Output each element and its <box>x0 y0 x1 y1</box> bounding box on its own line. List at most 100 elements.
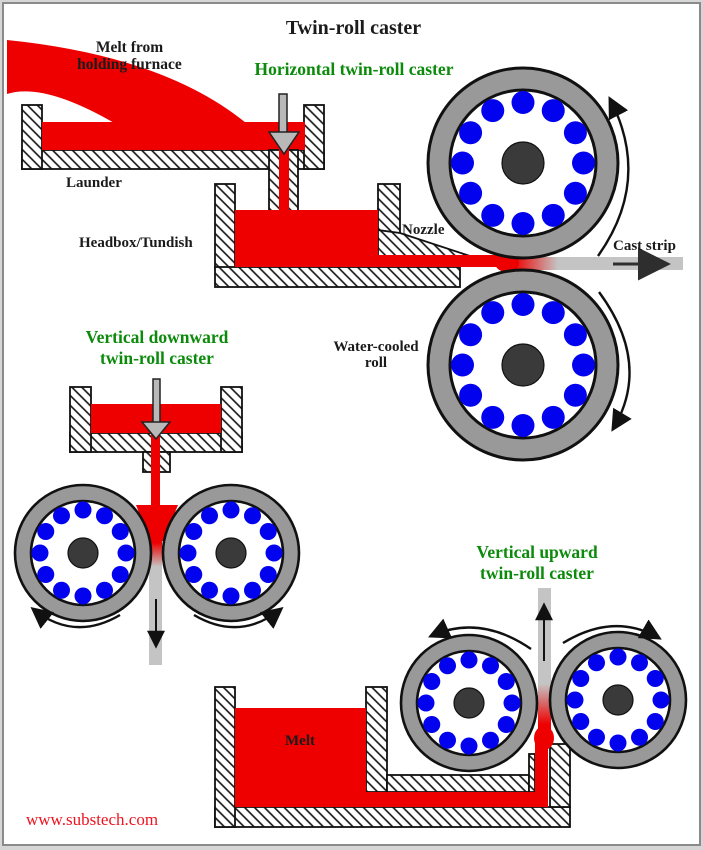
downward-melt-stream <box>151 420 160 510</box>
dot-shape <box>511 293 535 316</box>
downward-roll-right <box>161 483 301 623</box>
label-nozzle: Nozzle <box>402 222 445 238</box>
heading-horizontal-caster: Horizontal twin-roll caster <box>254 59 454 79</box>
dot-shape <box>96 581 113 599</box>
dot-shape <box>609 734 627 752</box>
dot-shape <box>503 694 521 712</box>
upward-channel-horizontal <box>366 792 548 807</box>
dot-shape <box>541 203 565 227</box>
dot-shape <box>541 99 565 123</box>
label-launder: Launder <box>66 175 122 191</box>
rotation-arrow-upward-right <box>562 619 662 645</box>
dot-shape <box>265 544 283 562</box>
nozzle-channel <box>378 255 508 267</box>
dot-shape <box>439 657 456 675</box>
dot-shape <box>201 507 218 525</box>
dot-shape <box>572 713 590 730</box>
dot-shape <box>423 716 441 733</box>
dot-shape <box>259 566 277 583</box>
dot-shape <box>53 507 70 525</box>
dot-shape <box>481 405 505 429</box>
heading-vertical-upward-caster: Vertical upward twin-roll caster <box>462 542 612 584</box>
dot-shape <box>111 523 129 540</box>
downward-stopper-rod <box>140 378 172 441</box>
downward-tundish <box>69 386 243 510</box>
label-headbox-tundish: Headbox/Tundish <box>79 235 193 251</box>
dot-shape <box>572 151 595 175</box>
dot-shape <box>74 587 92 605</box>
dot-shape <box>541 405 565 429</box>
dot-shape <box>53 581 70 599</box>
dot-shape <box>459 383 483 407</box>
dot-shape <box>511 91 535 114</box>
downward-roll-left <box>13 483 153 623</box>
melt-nip-pool-upward <box>534 726 554 750</box>
dot-shape <box>497 673 515 690</box>
twin-roll-caster-diagram <box>7 40 688 828</box>
dot-shape <box>588 654 605 672</box>
dot-shape <box>646 670 664 687</box>
dot-shape <box>563 383 587 407</box>
dot-shape <box>631 728 648 746</box>
dot-shape <box>541 301 565 325</box>
page-title: Twin-roll caster <box>285 17 422 39</box>
upward-roll-right <box>548 630 688 770</box>
dot-shape <box>439 731 456 749</box>
cast-strip-band <box>499 257 683 270</box>
label-cast-strip: Cast strip <box>613 238 676 254</box>
upward-nozzle-block <box>549 743 571 808</box>
dot-shape <box>460 737 478 755</box>
dot-shape <box>74 501 92 519</box>
hub-shape <box>453 687 485 719</box>
dot-shape <box>423 673 441 690</box>
hub-shape <box>602 684 634 716</box>
dot-shape <box>459 121 483 145</box>
dot-shape <box>244 581 261 599</box>
dot-shape <box>222 587 240 605</box>
hub-shape <box>501 141 545 185</box>
launder-stopper-rod <box>267 93 301 156</box>
dot-shape <box>566 691 584 709</box>
dot-shape <box>481 99 505 123</box>
heading-vertical-downward-caster: Vertical downward twin-roll caster <box>64 327 250 369</box>
dot-shape <box>481 301 505 325</box>
heading-vertical-upward-line1: Vertical upward <box>476 542 598 562</box>
dot-shape <box>244 507 261 525</box>
dot-shape <box>459 181 483 205</box>
headbox-tundish <box>214 183 508 288</box>
dot-shape <box>563 181 587 205</box>
upward-roll-left <box>399 633 539 773</box>
dot-shape <box>185 523 203 540</box>
upward-cast-strip <box>538 588 551 743</box>
dot-shape <box>563 323 587 347</box>
label-melt-from-line2: holding furnace <box>77 56 182 73</box>
heading-vertical-downward-line2: twin-roll caster <box>100 348 214 368</box>
dot-shape <box>222 501 240 519</box>
water-cooled-roll-bottom <box>426 268 620 462</box>
hub-shape <box>215 537 247 569</box>
dot-shape <box>482 657 499 675</box>
dot-shape <box>451 353 474 377</box>
dot-shape <box>497 716 515 733</box>
label-water-cooled-roll: Water-cooled roll <box>320 339 432 371</box>
rotation-arrow-downward-right <box>193 606 284 629</box>
water-cooled-roll-top <box>426 66 620 260</box>
dot-shape <box>460 651 478 669</box>
label-melt-from-line1: Melt from <box>95 39 164 56</box>
dot-shape <box>588 728 605 746</box>
dot-shape <box>481 203 505 227</box>
rotation-arrow-bottom-roll <box>598 291 632 432</box>
label-water-cooled-line2: roll <box>364 355 388 371</box>
melt-pour-stream <box>7 40 246 124</box>
dot-shape <box>572 670 590 687</box>
rotation-arrow-downward-left <box>30 606 121 629</box>
dot-shape <box>117 544 135 562</box>
rotation-arrow-top-roll <box>597 96 630 257</box>
dot-shape <box>459 323 483 347</box>
dot-shape <box>417 694 435 712</box>
dot-shape <box>511 212 535 235</box>
dot-shape <box>646 713 664 730</box>
dot-shape <box>451 151 474 175</box>
